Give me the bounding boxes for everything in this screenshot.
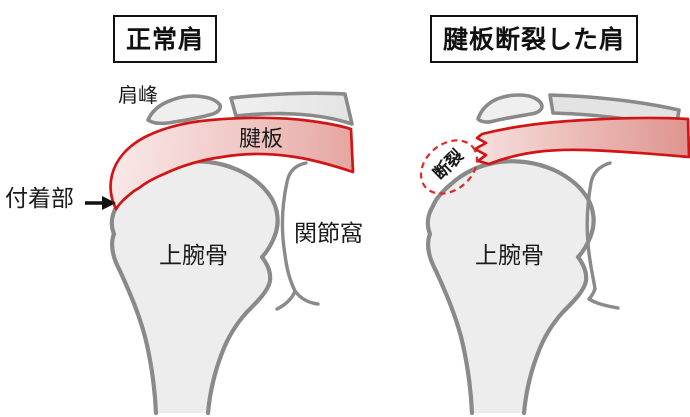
acromion-shape [146, 94, 222, 126]
glenoid-curve-tail [587, 297, 620, 310]
humerus-outline [109, 159, 280, 416]
humerus-shape [111, 161, 278, 413]
right-shoulder-diagram [419, 93, 690, 416]
tear-dashed-circle [419, 139, 479, 195]
acromion-label: 肩峰 [118, 85, 158, 107]
humerus-outline [425, 159, 596, 416]
left-panel-title: 正常肩 [113, 15, 218, 63]
humerus-label-left: 上腕骨 [159, 242, 228, 268]
torn-rotator-cuff-shape [473, 116, 690, 166]
clavicle-shape [229, 91, 354, 126]
attachment-arrow-icon [85, 196, 116, 210]
glenoid-curve-tail [293, 289, 320, 306]
glenoid-label: 関節窩 [294, 220, 363, 246]
humerus-label-right: 上腕骨 [475, 242, 544, 268]
rotator-cuff-label: 腱板 [239, 126, 284, 151]
glenoid-curve [275, 161, 308, 311]
humerus-shape [427, 161, 594, 413]
left-shoulder-diagram [85, 91, 355, 416]
right-panel-title: 腱板断裂した肩 [430, 15, 639, 63]
acromion-shape [476, 93, 544, 124]
attachment-label: 付着部 [5, 185, 74, 211]
rotator-cuff-shape [109, 116, 355, 211]
glenoid-curve [585, 161, 612, 301]
